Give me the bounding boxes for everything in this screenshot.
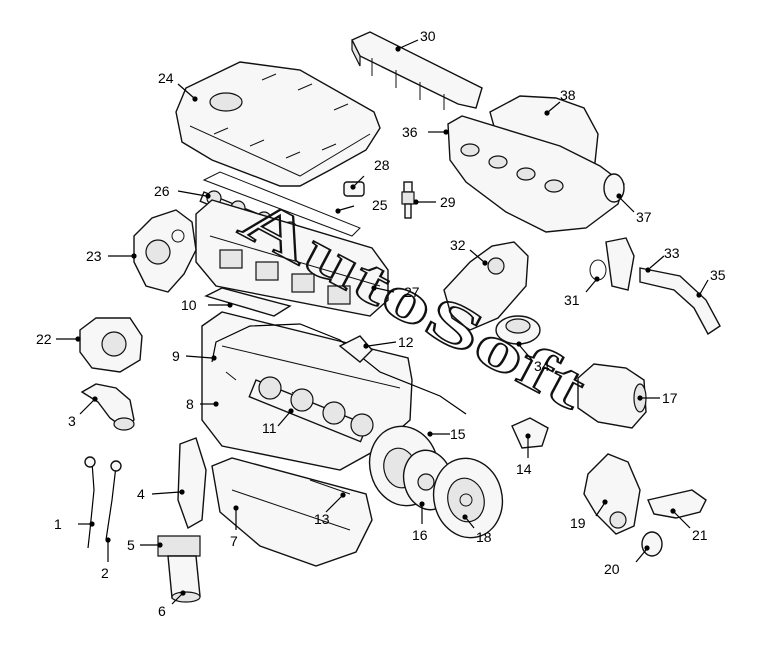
callout-35: 35 bbox=[710, 267, 726, 283]
callout-26: 26 bbox=[154, 183, 170, 199]
part-cylinder-head bbox=[195, 199, 389, 317]
part-rocker-cover bbox=[175, 61, 381, 187]
callout-30: 30 bbox=[420, 28, 436, 44]
part-dipstick bbox=[84, 456, 96, 549]
callout-20: 20 bbox=[604, 561, 620, 577]
part-fuel-rail bbox=[351, 31, 483, 110]
part-oil-sump bbox=[211, 457, 373, 567]
callout-24: 24 bbox=[158, 70, 174, 86]
callout-14: 14 bbox=[516, 461, 532, 477]
part-exhaust-manifold bbox=[447, 115, 625, 233]
part-water-outlet bbox=[605, 237, 635, 291]
part-spark-plug bbox=[401, 181, 415, 219]
callout-34: 34 bbox=[534, 358, 550, 374]
callout-5: 5 bbox=[127, 537, 135, 553]
part-engine-mount bbox=[583, 453, 641, 535]
callout-29: 29 bbox=[440, 194, 456, 210]
part-bracket bbox=[511, 417, 549, 449]
part-hose bbox=[639, 267, 721, 336]
callout-4: 4 bbox=[137, 486, 145, 502]
part-head-gasket bbox=[204, 287, 292, 317]
callout-6: 6 bbox=[158, 603, 166, 619]
callout-22: 22 bbox=[36, 331, 52, 347]
callout-38: 38 bbox=[560, 87, 576, 103]
callout-12: 12 bbox=[398, 334, 414, 350]
part-pressure-plate bbox=[432, 457, 504, 539]
callout-16: 16 bbox=[412, 527, 428, 543]
callout-8: 8 bbox=[186, 396, 194, 412]
part-crankshaft bbox=[248, 376, 374, 443]
callout-23: 23 bbox=[86, 248, 102, 264]
callout-2: 2 bbox=[101, 565, 109, 581]
part-bush bbox=[641, 531, 663, 557]
callout-3: 3 bbox=[68, 413, 76, 429]
callout-28: 28 bbox=[374, 157, 390, 173]
callout-15: 15 bbox=[450, 426, 466, 442]
callout-labels: 1 2 3 4 5 6 7 8 9 10 11 12 13 14 15 16 1… bbox=[36, 28, 726, 619]
callout-36: 36 bbox=[402, 124, 418, 140]
callout-7: 7 bbox=[230, 533, 238, 549]
callout-32: 32 bbox=[450, 237, 466, 253]
callout-21: 21 bbox=[692, 527, 708, 543]
callout-13: 13 bbox=[314, 511, 330, 527]
part-oil-filter-housing bbox=[177, 437, 207, 530]
callout-37: 37 bbox=[636, 209, 652, 225]
part-seal-housing bbox=[79, 317, 143, 373]
part-dipstick-tube-small bbox=[105, 460, 122, 541]
callout-27: 27 bbox=[404, 284, 420, 300]
part-gasket bbox=[202, 171, 361, 237]
part-oil-filter-mount bbox=[157, 535, 201, 557]
callout-31: 31 bbox=[564, 292, 580, 308]
callout-33: 33 bbox=[664, 245, 680, 261]
part-oil-pickup bbox=[80, 383, 135, 431]
part-sump-gasket bbox=[309, 479, 351, 495]
callout-19: 19 bbox=[570, 515, 586, 531]
part-starter-motor bbox=[577, 363, 647, 429]
part-oil-filter bbox=[167, 555, 201, 603]
callout-10: 10 bbox=[181, 297, 197, 313]
callout-11: 11 bbox=[262, 420, 277, 436]
callout-9: 9 bbox=[172, 348, 180, 364]
part-dipstick-tube bbox=[211, 323, 467, 415]
callout-25: 25 bbox=[372, 197, 388, 213]
callout-17: 17 bbox=[662, 390, 678, 406]
callout-leaders bbox=[56, 39, 709, 605]
callout-1: 1 bbox=[54, 516, 62, 532]
callout-18: 18 bbox=[476, 529, 492, 545]
part-thermostat-housing bbox=[443, 241, 529, 331]
part-sensor bbox=[338, 335, 373, 363]
part-timing-cover bbox=[133, 209, 197, 293]
part-torque-link bbox=[647, 489, 707, 519]
